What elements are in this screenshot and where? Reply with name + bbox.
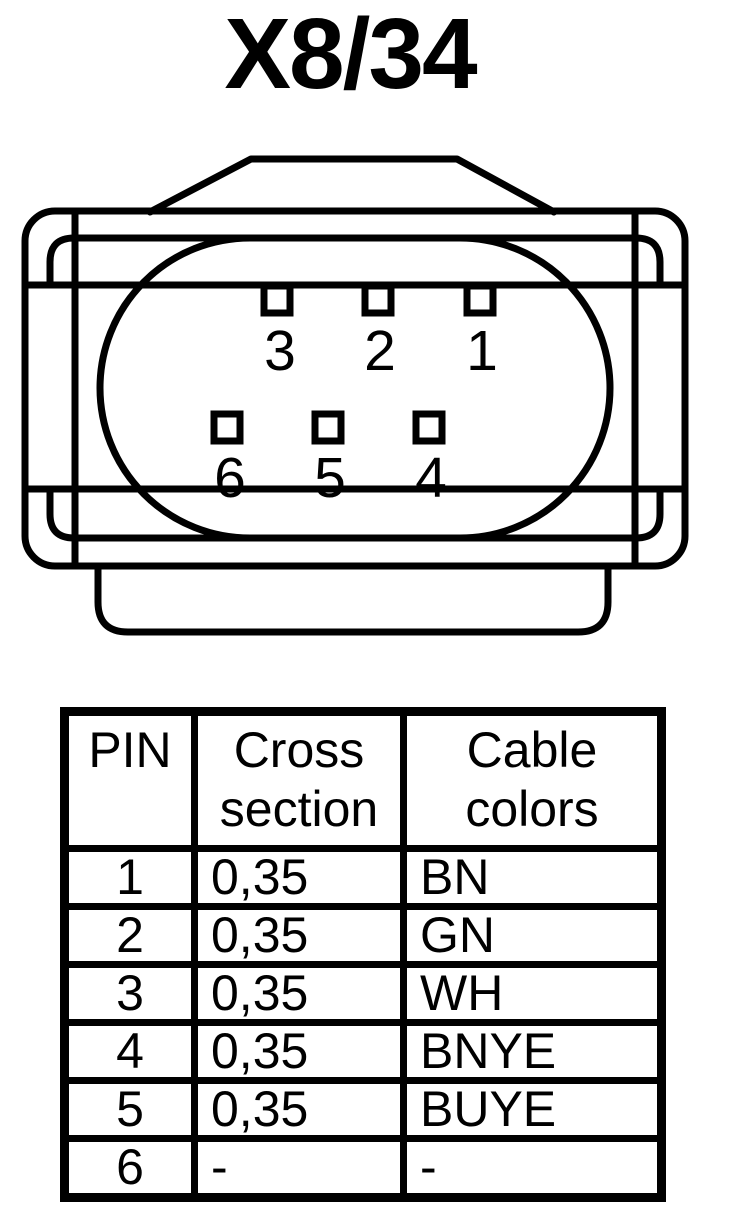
cell-pin: 1 — [61, 845, 198, 910]
cell-pin: 4 — [61, 1019, 198, 1084]
pin-square-4 — [412, 410, 446, 445]
cell-pin: 3 — [61, 961, 198, 1026]
cell-pin: 5 — [61, 1077, 198, 1142]
housing-outer — [21, 207, 689, 570]
table-row: 3 0,35 WH — [61, 961, 665, 1026]
table-row: 4 0,35 BNYE — [61, 1019, 665, 1084]
cell-cable-color: GN — [400, 903, 665, 968]
cell-cable-color: BN — [400, 845, 665, 910]
locking-tab — [146, 155, 558, 216]
table-row: 2 0,35 GN — [61, 903, 665, 968]
col-header-cross-section: Cross section — [191, 708, 407, 852]
table-row: 6 - - — [61, 1135, 665, 1201]
pin-square-5 — [311, 410, 345, 445]
seal-oval — [96, 234, 614, 542]
pin-label-4: 4 — [415, 446, 447, 510]
cell-cross-section: 0,35 — [191, 845, 407, 910]
pinout-table: PIN Cross section Cable colors 1 0,35 BN… — [60, 707, 666, 1202]
pin-label-1: 1 — [466, 319, 498, 383]
connector-title: X8/34 — [224, 0, 477, 110]
pin-square-2 — [361, 282, 395, 317]
cell-cable-color: BUYE — [400, 1077, 665, 1142]
table-row: 1 0,35 BN — [61, 845, 665, 910]
cell-pin: 6 — [61, 1135, 198, 1201]
cell-cable-color: WH — [400, 961, 665, 1026]
cell-cross-section: 0,35 — [191, 903, 407, 968]
pin-label-5: 5 — [314, 446, 346, 510]
bottom-boss — [94, 564, 612, 636]
pin-square-1 — [463, 282, 497, 317]
col-header-pin: PIN — [61, 708, 198, 852]
table-row: 5 0,35 BUYE — [61, 1077, 665, 1142]
col-header-cable-colors: Cable colors — [400, 708, 665, 852]
pin-square-6 — [210, 410, 244, 445]
cell-cable-color: - — [400, 1135, 665, 1201]
cell-cable-color: BNYE — [400, 1019, 665, 1084]
pin-label-3: 3 — [264, 319, 296, 383]
pin-label-6: 6 — [214, 446, 246, 510]
connector-diagram: 3 2 1 6 5 4 — [21, 155, 689, 636]
cell-cross-section: - — [191, 1135, 407, 1201]
cell-cross-section: 0,35 — [191, 1077, 407, 1142]
cell-cross-section: 0,35 — [191, 961, 407, 1026]
table-header-row: PIN Cross section Cable colors — [61, 708, 665, 852]
cell-pin: 2 — [61, 903, 198, 968]
cell-cross-section: 0,35 — [191, 1019, 407, 1084]
pin-label-2: 2 — [364, 319, 396, 383]
pin-square-3 — [260, 282, 294, 317]
